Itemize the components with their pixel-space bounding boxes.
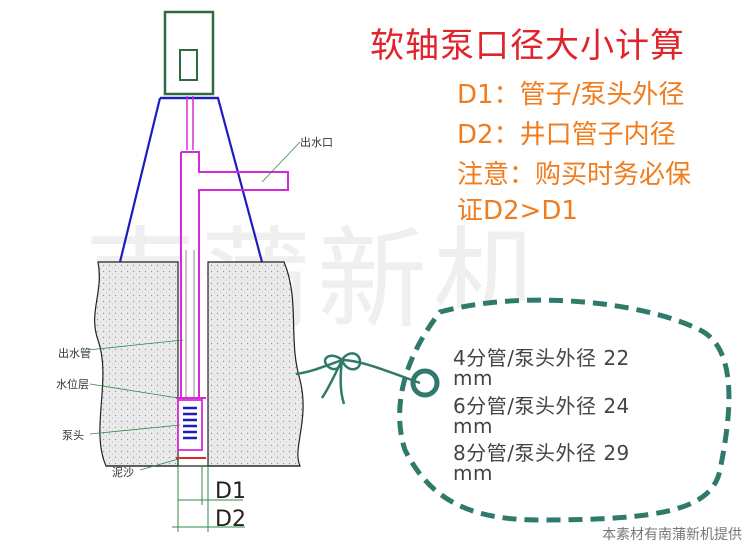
info-d1: D1：管子/泵头外径 bbox=[457, 80, 685, 110]
label-water-level: 水位层 bbox=[56, 378, 89, 391]
cone-stand bbox=[118, 96, 264, 263]
info-d2: D2：井口管子内径 bbox=[457, 120, 676, 150]
tag-hole bbox=[410, 368, 440, 398]
tag-row-8: 8分管/泵头外径 29 bbox=[453, 441, 630, 465]
dim-d1: D1 bbox=[215, 479, 246, 504]
label-sand: 泥沙 bbox=[112, 466, 134, 479]
tag-row-6: 6分管/泵头外径 24 bbox=[453, 394, 630, 418]
soil-left bbox=[94, 261, 179, 467]
price-tag bbox=[397, 297, 732, 523]
info-note: 注意：购买时务必保 bbox=[457, 160, 692, 190]
label-outlet: 出水口 bbox=[300, 136, 333, 149]
tag-row-8-unit: mm bbox=[453, 461, 493, 485]
tag-row-4-unit: mm bbox=[453, 366, 493, 390]
info-note-2: 证D2>D1 bbox=[457, 196, 578, 226]
dim-d2: D2 bbox=[215, 507, 246, 532]
tag-row-4: 4分管/泵头外径 22 bbox=[453, 346, 630, 370]
page-title: 软轴泵口径大小计算 bbox=[370, 26, 685, 66]
tag-row-6-unit: mm bbox=[453, 414, 493, 438]
credit-text: 本素材有南蒲新机提供 bbox=[602, 527, 742, 543]
label-pipe: 出水管 bbox=[58, 347, 91, 360]
label-pump-head: 泵头 bbox=[62, 429, 84, 442]
soil-right bbox=[207, 261, 304, 467]
outlet-pipe bbox=[180, 151, 289, 398]
